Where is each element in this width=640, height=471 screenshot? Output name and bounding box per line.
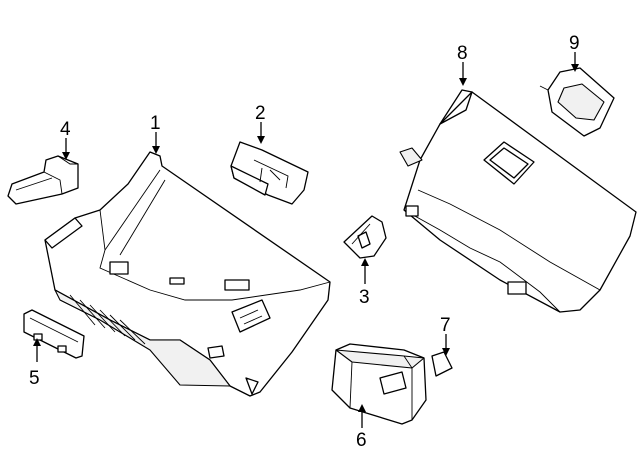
- part-3-clip: [343, 215, 387, 259]
- part-5-strip: [23, 309, 85, 359]
- part-6-storage-box: [331, 343, 427, 425]
- part-1-glove-box-housing: [44, 151, 331, 397]
- callout-8: 8: [457, 43, 468, 64]
- callout-3: 3: [359, 287, 370, 308]
- part-9-handle-bezel: [539, 67, 615, 137]
- part-8-glove-box-door: [399, 89, 637, 313]
- callout-5: 5: [29, 368, 40, 389]
- callout-6: 6: [356, 430, 367, 451]
- callout-9: 9: [569, 33, 580, 54]
- leader-arrows: [33, 52, 579, 428]
- part-4-latch: [7, 155, 79, 205]
- callout-1: 1: [150, 113, 161, 134]
- part-7-pad: [431, 351, 453, 377]
- callout-2: 2: [255, 103, 266, 124]
- callout-4: 4: [60, 119, 71, 140]
- part-2-bracket: [230, 141, 309, 205]
- callout-7: 7: [440, 315, 451, 336]
